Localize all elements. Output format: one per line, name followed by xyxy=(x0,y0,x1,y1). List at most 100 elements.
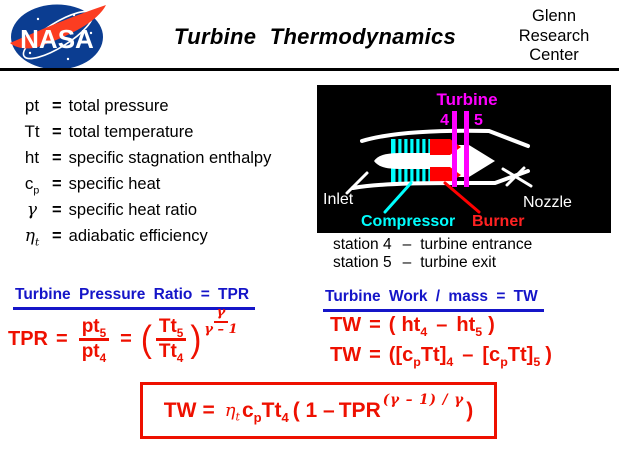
definition-text: adiabatic efficiency xyxy=(68,226,208,245)
definition-row-ht: ht = specific stagnation enthalpy xyxy=(14,145,271,171)
work-equation-2: TW = ([ cp Tt]4 – [cp Tt]5 ) xyxy=(330,339,552,371)
nasa-logo-swoosh xyxy=(10,5,106,49)
equals-sign: = xyxy=(52,174,62,193)
nasa-logo-text: NASA xyxy=(20,24,94,54)
upper-cowl-line xyxy=(360,128,530,148)
symbol-gamma: γ xyxy=(26,200,38,220)
engine-schematic: Turbine 4 5 Inlet Nozzle Compressor Burn… xyxy=(317,85,611,233)
inlet-leader-line xyxy=(345,171,369,195)
nasa-logo-graphic: NASA xyxy=(10,4,106,70)
turbine-station-bars xyxy=(452,111,469,187)
nozzle-label: Nozzle xyxy=(523,194,572,211)
definition-text: specific heat ratio xyxy=(68,200,198,219)
temperature-ratio-fraction: Tt5 Tt4 xyxy=(155,316,187,364)
tw-lhs: TW xyxy=(330,313,362,336)
close-paren: ) xyxy=(190,317,202,360)
station-5-row: station 5 – turbine exit xyxy=(333,254,532,272)
close-paren: ) xyxy=(545,343,552,366)
equals-sign: = xyxy=(56,327,68,350)
enthalpy-term: ht5 xyxy=(456,313,483,339)
symbol-tt: Tt xyxy=(24,122,40,141)
open-paren: ( xyxy=(388,313,396,336)
org-line-3: Center xyxy=(529,46,579,64)
burner-label: Burner xyxy=(472,213,524,230)
nozzle-mark xyxy=(501,166,533,188)
dash-separator: – xyxy=(402,253,412,271)
open-bracket: ([ xyxy=(388,343,403,366)
minus-sign: – xyxy=(462,343,474,366)
station-4-row: station 4 – turbine entrance xyxy=(333,236,532,254)
tw-lhs: TW xyxy=(330,343,362,366)
open-paren: ( xyxy=(140,317,152,360)
definition-row-gamma: γ = specific heat ratio xyxy=(14,197,271,223)
symbol-pt: pt xyxy=(24,96,40,115)
definition-row-cp: cp = specific heat xyxy=(14,171,271,197)
definition-text: total pressure xyxy=(68,96,169,115)
star-icon xyxy=(89,31,93,35)
tw-lhs: TW xyxy=(163,398,197,422)
cp-symbol: cp xyxy=(241,398,262,425)
nasa-logo: NASA xyxy=(8,3,108,70)
dash-separator: – xyxy=(402,236,412,253)
station-label: station 4 xyxy=(333,236,392,253)
tpr-lhs: TPR xyxy=(8,327,48,350)
equals-sign: = xyxy=(369,313,381,336)
burner-leader-line xyxy=(443,181,481,214)
station-legend: station 4 – turbine entrance station 5 –… xyxy=(333,236,532,271)
definition-text: specific heat xyxy=(68,174,161,193)
tpr-equation: TPR = pt5 pt4 = ( Tt5 Tt4 ) γ γ – 1 xyxy=(8,305,238,369)
close-paren: ) xyxy=(466,398,474,422)
boxed-equation: TW = ηt cp Tt4 ( 1 – TPR (γ – 1) / γ ) xyxy=(140,382,497,439)
equals-sign: = xyxy=(52,226,62,245)
symbol-eta: ηt xyxy=(24,226,40,249)
equals-sign: = xyxy=(120,327,132,350)
gamma-exponent-fraction: γ γ – 1 xyxy=(204,305,238,337)
work-equation-1: TW = ( ht4 – ht5 ) xyxy=(330,310,495,340)
station-5-label: 5 xyxy=(474,112,483,129)
equals-sign: = xyxy=(369,343,381,366)
cp-term: [cp xyxy=(482,343,508,369)
definition-row-eta: ηt = adiabatic efficiency xyxy=(14,223,271,249)
tpr-heading: Turbine Pressure Ratio = TPR xyxy=(13,286,256,310)
close-paren: ) xyxy=(488,313,495,336)
org-line-1: Glenn xyxy=(531,7,577,25)
equals-sign: = xyxy=(52,200,62,219)
definition-text: specific stagnation enthalpy xyxy=(68,148,272,167)
star-icon xyxy=(36,17,40,21)
engine-diagram: Turbine 4 5 Inlet Nozzle Compressor Burn… xyxy=(317,85,611,233)
star-icon xyxy=(28,51,32,55)
definitions-list: pt = total pressure Tt = total temperatu… xyxy=(14,93,271,249)
equals-sign: = xyxy=(52,122,62,141)
symbol-ht: ht xyxy=(24,148,40,167)
org-line-2: Research xyxy=(518,26,590,45)
station-desc: turbine entrance xyxy=(420,236,533,253)
page-title: Turbine Thermodynamics xyxy=(173,24,457,49)
tt-term: Tt]4 xyxy=(420,343,454,369)
work-heading: Turbine Work / mass = TW xyxy=(323,288,544,312)
compressor-leader-line xyxy=(383,181,413,214)
star-icon xyxy=(66,57,70,61)
definition-row-tt: Tt = total temperature xyxy=(14,119,271,145)
equals-sign: = xyxy=(52,148,62,167)
org-name: Glenn Research Center xyxy=(498,7,610,66)
definition-text: total temperature xyxy=(68,122,194,141)
symbol-cp: cp xyxy=(24,174,40,197)
lower-cowl-line xyxy=(351,169,530,190)
tt-symbol: Tt4 xyxy=(261,398,289,425)
enthalpy-term: ht4 xyxy=(401,313,428,339)
turbine-label: Turbine xyxy=(436,90,497,109)
station-label: station 5 xyxy=(333,253,392,271)
inlet-label: Inlet xyxy=(323,191,354,208)
gamma-exponent: (γ – 1) / γ xyxy=(382,391,465,408)
header-divider xyxy=(0,68,619,71)
spinner-graphic xyxy=(374,153,437,169)
station-4-label: 4 xyxy=(440,112,449,129)
minus-sign: – xyxy=(436,313,448,336)
equals-sign: = xyxy=(202,398,215,422)
open-group: ( 1 – xyxy=(292,398,335,422)
station-desc: turbine exit xyxy=(420,253,497,271)
pressure-ratio-fraction: pt5 pt4 xyxy=(78,316,110,364)
tpr-base: TPR xyxy=(338,398,381,422)
tt-term: Tt]5 xyxy=(507,343,541,369)
